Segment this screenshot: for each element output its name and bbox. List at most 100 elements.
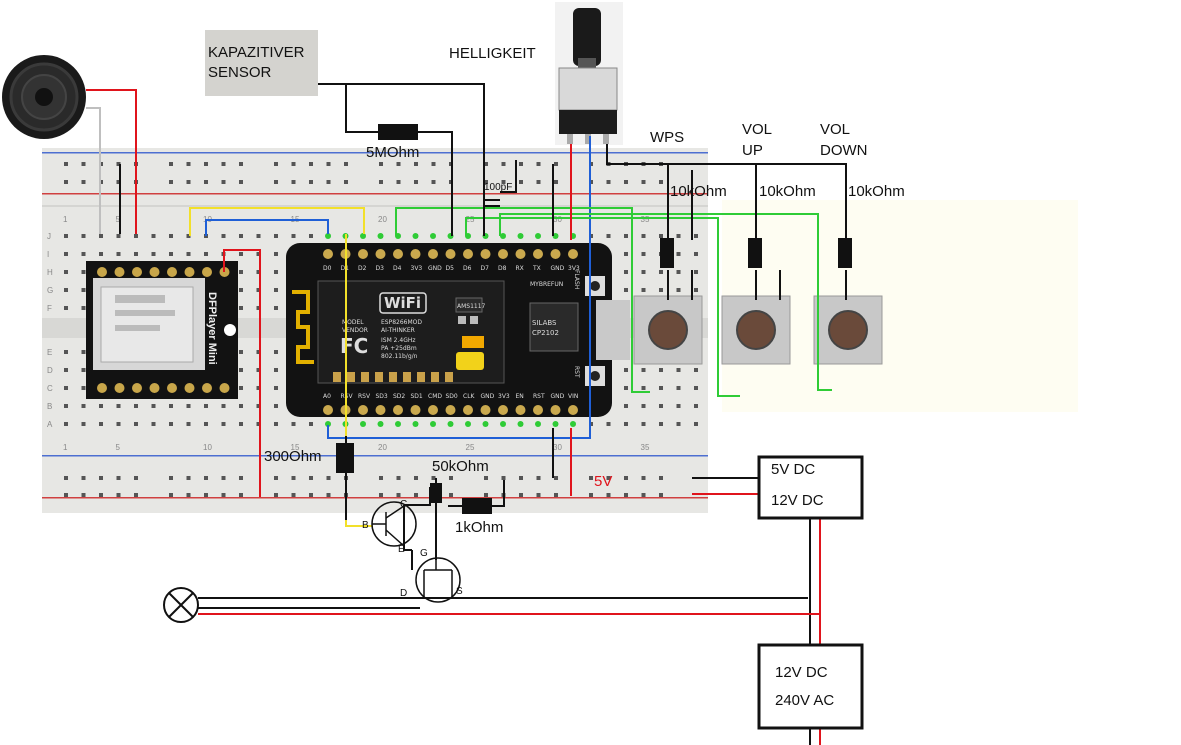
- resistor-300-label: 300Ohm: [264, 448, 322, 465]
- breadboard-hole: [659, 234, 663, 238]
- breadboard-hole: [64, 493, 68, 497]
- nodemcu-top-pin-label: D6: [463, 265, 472, 272]
- breadboard-hole: [116, 493, 121, 497]
- breadboard-hole: [484, 180, 488, 184]
- resistor-10k-2-label: 10kOhm: [759, 183, 816, 200]
- breadboard-hole: [624, 180, 628, 184]
- breadboard-hole: [169, 180, 173, 184]
- breadboard-hole: [239, 422, 243, 426]
- breadboard-hole: [309, 162, 313, 166]
- breadboard-hole: [431, 162, 436, 166]
- breadboard-hole: [519, 180, 523, 184]
- breadboard-hole: [291, 476, 296, 480]
- nodemcu-pin: [480, 405, 491, 415]
- breadboard-hole: [256, 404, 261, 408]
- nodemcu-pin: [393, 405, 403, 415]
- breadboard-hole: [326, 162, 331, 166]
- dfplayer-module: DFPlayer Mini: [86, 261, 238, 399]
- nodemcu-top-pin-label: GND: [428, 265, 442, 272]
- nodemcu-pin-contact: [482, 421, 489, 427]
- breadboard-hole: [64, 368, 68, 372]
- breadboard-hole: [676, 234, 681, 238]
- breadboard-hole: [99, 476, 103, 480]
- dfplayer-pin: [97, 267, 107, 277]
- vol-down-label-1: VOL: [820, 121, 850, 138]
- breadboard-hole: [116, 234, 121, 238]
- breadboard-hole: [186, 252, 191, 256]
- nodemcu-pad: [431, 372, 439, 382]
- breadboard-hole: [291, 180, 296, 184]
- nodemcu-pin: [568, 405, 578, 415]
- nodemcu-bottom-pin-label: CLK: [463, 393, 476, 400]
- nodemcu-top-pin-label: D3: [376, 265, 385, 272]
- breadboard-hole: [379, 476, 383, 480]
- nodemcu-pin-contact: [395, 421, 401, 427]
- breadboard-hole: [186, 422, 191, 426]
- nodemcu-bottom-pin-label: A0: [323, 393, 331, 400]
- sensor-label-1: KAPAZITIVER: [208, 44, 305, 61]
- breadboard-hole: [606, 234, 611, 238]
- breadboard-hole: [274, 234, 278, 238]
- breadboard-hole: [256, 288, 261, 292]
- breadboard-hole: [274, 368, 278, 372]
- nodemcu-bottom-pin-label: GND: [481, 393, 495, 400]
- breadboard-hole: [309, 234, 313, 238]
- dfplayer-pin: [184, 383, 195, 393]
- breadboard-hole: [274, 476, 278, 480]
- capacitor-label: 100pF: [484, 182, 512, 193]
- breadboard-hole: [641, 270, 646, 274]
- nodemcu-pin-contact: [447, 421, 454, 427]
- breadboard-hole: [204, 404, 208, 408]
- breadboard-hole: [484, 162, 488, 166]
- resistor-5m-label: 5MOhm: [366, 144, 419, 161]
- breadboard-hole: [169, 422, 173, 426]
- breadboard-hole: [624, 270, 628, 274]
- breadboard-hole: [519, 476, 523, 480]
- sensor-label-2: SENSOR: [208, 64, 272, 81]
- breadboard-hole: [81, 306, 86, 310]
- breadboard-hole: [256, 422, 261, 426]
- breadboard-column-number: 5: [116, 443, 121, 452]
- dfplayer-pin: [114, 267, 125, 277]
- breadboard-hole: [169, 252, 173, 256]
- nodemcu-bottom-pin-label: VIN: [568, 393, 578, 400]
- breadboard-hole: [641, 234, 646, 238]
- nodemcu-bottom-pin-label: CMD: [428, 393, 442, 400]
- dfplayer-pin: [132, 383, 142, 393]
- nodemcu-pin: [358, 405, 368, 415]
- usb-chip-line-0: SILABS: [532, 319, 557, 327]
- nodemcu-pin: [463, 405, 473, 415]
- breadboard-hole: [134, 404, 138, 408]
- breadboard-column-number: 25: [466, 215, 475, 224]
- breadboard-hole: [81, 252, 86, 256]
- nodemcu-pad: [445, 372, 453, 382]
- breadboard-hole: [641, 368, 646, 372]
- breadboard-hole: [64, 252, 68, 256]
- nodemcu-pin-contact: [570, 421, 576, 427]
- breadboard-hole: [624, 386, 628, 390]
- breadboard-hole: [344, 162, 348, 166]
- breadboard-hole: [536, 476, 541, 480]
- breadboard-hole: [134, 252, 138, 256]
- breadboard-hole: [274, 270, 278, 274]
- breadboard-hole: [81, 476, 86, 480]
- breadboard-hole: [309, 180, 313, 184]
- nodemcu-pin-contact: [535, 233, 541, 239]
- breadboard-column-number: 10: [203, 443, 212, 452]
- breadboard-hole: [116, 422, 121, 426]
- breadboard-hole: [116, 476, 121, 480]
- breadboard-hole: [694, 288, 698, 292]
- breadboard-hole: [134, 493, 138, 497]
- breadboard-hole: [99, 252, 103, 256]
- esp-line-2: ESP8266MOD: [381, 319, 422, 326]
- breadboard-hole: [64, 306, 68, 310]
- breadboard-hole: [221, 422, 226, 426]
- breadboard-hole: [256, 252, 261, 256]
- breadboard-hole: [624, 404, 628, 408]
- breadboard-hole: [186, 162, 191, 166]
- nodemcu-pin-contact: [360, 421, 366, 427]
- breadboard-hole: [256, 306, 261, 310]
- breadboard-hole: [396, 180, 401, 184]
- breadboard-hole: [414, 162, 418, 166]
